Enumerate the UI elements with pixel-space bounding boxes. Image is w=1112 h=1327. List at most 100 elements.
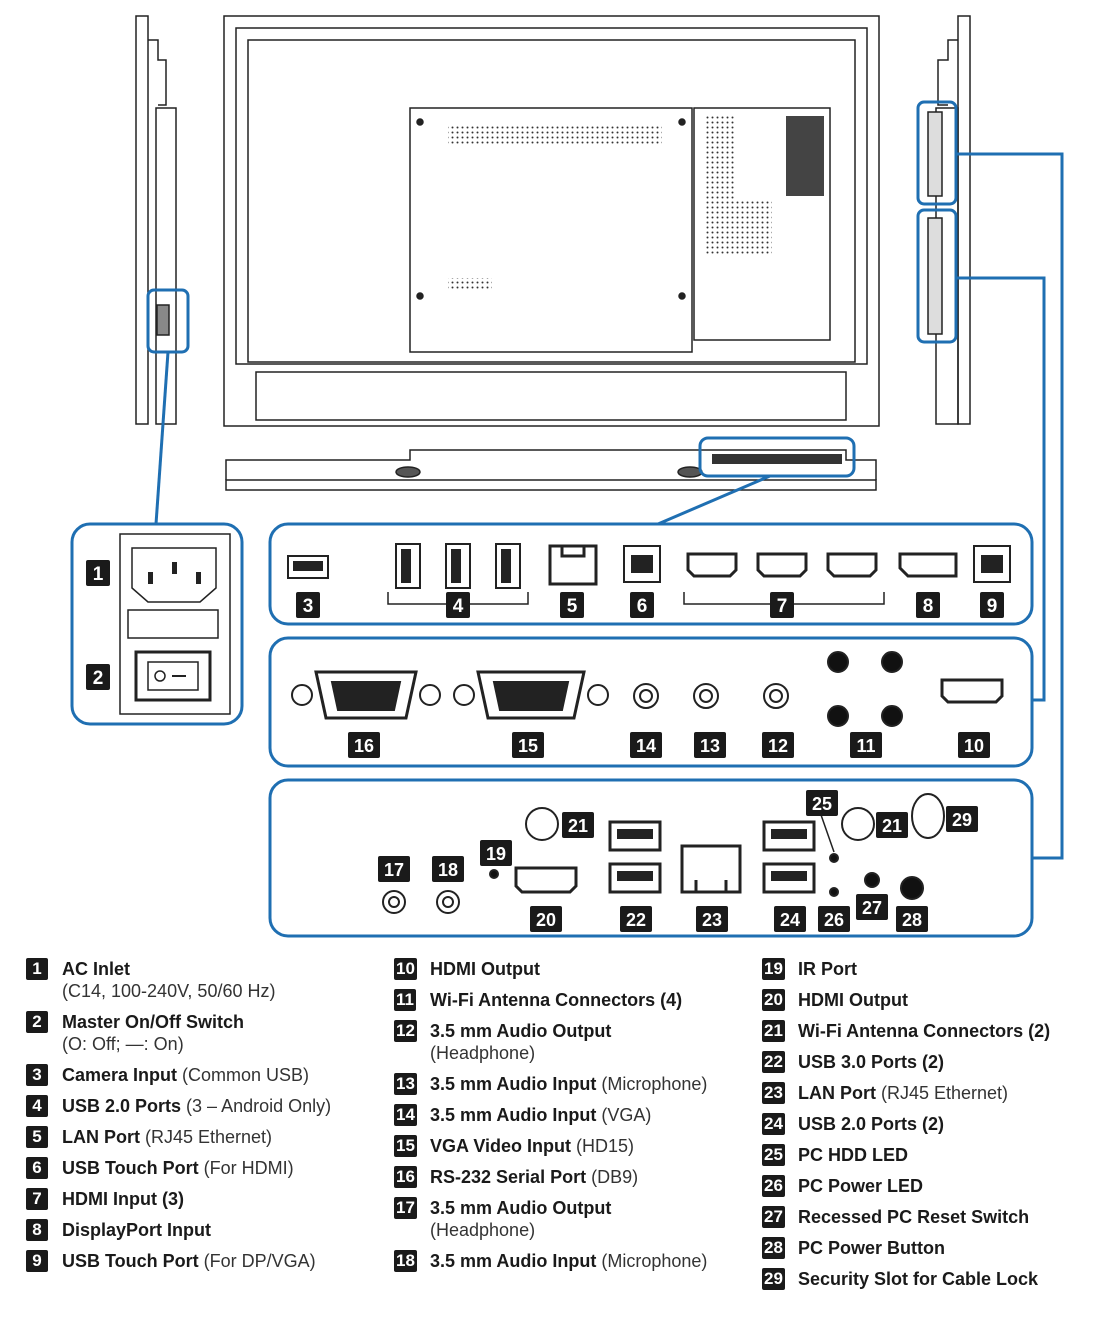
panel-bottom-ports	[268, 522, 1034, 626]
wifi-antenna-connector	[827, 651, 849, 673]
badge-19: 19	[480, 840, 512, 866]
right-side-view	[916, 15, 971, 425]
legend-item-name: USB 2.0 Ports	[62, 1096, 182, 1116]
legend-item-name: Camera Input	[62, 1065, 178, 1085]
rear-view	[223, 15, 880, 427]
badge-6: 6	[630, 592, 654, 618]
svg-text:12: 12	[768, 736, 788, 756]
pc-hdd-led	[829, 853, 839, 863]
svg-text:17: 17	[384, 860, 404, 880]
hdmi-output-port	[940, 678, 1004, 704]
legend-item-name: HDMI Output	[798, 990, 908, 1010]
wifi-antenna-connector	[525, 807, 559, 841]
legend-number-badge: 26	[762, 1175, 785, 1197]
legend-item-detail: (Headphone)	[430, 1220, 536, 1240]
usb3-port	[608, 820, 662, 852]
badge-11: 11	[850, 732, 882, 758]
legend-number-badge: 13	[394, 1073, 417, 1095]
badge-25: 25	[806, 790, 838, 816]
badge-17: 17	[378, 856, 410, 882]
legend-item-name: 3.5 mm Audio Output	[430, 1198, 612, 1218]
legend-item-name: Master On/Off Switch	[62, 1012, 245, 1032]
callout-lines	[154, 152, 1064, 860]
svg-text:13: 13	[700, 736, 720, 756]
legend-item-name: Wi-Fi Antenna Connectors (4)	[430, 990, 683, 1010]
legend-item-detail: (C14, 100-240V, 50/60 Hz)	[62, 981, 276, 1001]
security-slot	[911, 793, 945, 839]
legend-item: 26 PC Power LED	[762, 1175, 1107, 1197]
legend-item-name: AC Inlet	[62, 959, 131, 979]
badge-28: 28	[896, 906, 928, 932]
audio-out-headphone-jack	[763, 683, 789, 709]
legend-item-name: HDMI Output	[430, 959, 540, 979]
svg-text:6: 6	[637, 596, 648, 617]
badge-22: 22	[620, 906, 652, 932]
legend-item: 10 HDMI Output	[394, 958, 744, 980]
badge-21a: 21	[562, 812, 594, 838]
legend-item-name: PC Power Button	[798, 1238, 945, 1258]
badge-26: 26	[818, 906, 850, 932]
pc-power-button	[900, 876, 924, 900]
legend-number-badge: 8	[26, 1219, 48, 1241]
legend-number-badge: 2	[26, 1011, 48, 1033]
legend-item-name: HDMI Input (3)	[62, 1189, 184, 1209]
badge-1: 1	[86, 560, 110, 586]
legend-item-name: Recessed PC Reset Switch	[798, 1207, 1030, 1227]
svg-text:16: 16	[354, 736, 374, 756]
legend-number-badge: 20	[762, 989, 785, 1011]
svg-text:4: 4	[453, 596, 464, 617]
legend-number-badge: 5	[26, 1126, 48, 1148]
legend-item-name: USB Touch Port	[62, 1251, 199, 1271]
badge-15: 15	[512, 732, 544, 758]
legend-item-name: USB Touch Port	[62, 1158, 199, 1178]
svg-text:21: 21	[882, 816, 902, 836]
legend-item-name: PC Power LED	[798, 1176, 924, 1196]
legend-item-note: (RJ45 Ethernet)	[876, 1083, 1009, 1103]
audio-in-mic-jack	[436, 890, 460, 914]
badge-12: 12	[762, 732, 794, 758]
svg-text:23: 23	[702, 910, 722, 930]
audio-in-vga-jack	[633, 683, 659, 709]
legend-item-note: (3 – Android Only)	[181, 1096, 332, 1116]
legend-number-badge: 7	[26, 1188, 48, 1210]
svg-text:5: 5	[567, 596, 578, 617]
usb-touch-port-hdmi	[623, 545, 661, 583]
svg-text:25: 25	[812, 794, 832, 814]
panel-side-ports	[268, 636, 1034, 768]
svg-text:19: 19	[486, 844, 506, 864]
usb2-port	[395, 543, 421, 589]
legend-item-note: (Microphone)	[596, 1251, 708, 1271]
usb2-port	[445, 543, 471, 589]
svg-text:26: 26	[824, 910, 844, 930]
svg-text:14: 14	[636, 736, 656, 756]
legend-item-name: 3.5 mm Audio Input	[430, 1074, 597, 1094]
legend-number-badge: 10	[394, 958, 417, 980]
svg-text:10: 10	[964, 736, 984, 756]
legend-number-badge: 15	[394, 1135, 417, 1157]
legend-item-name: 3.5 mm Audio Input	[430, 1105, 597, 1125]
usb3-port	[608, 862, 662, 894]
lan-port	[680, 844, 742, 894]
lan-port	[548, 544, 598, 586]
number-badges: 1 2 3 4 5 6 7 8 9 10 11 12 13 14 15 16 1…	[86, 560, 1004, 932]
legend-number-badge: 3	[26, 1064, 48, 1086]
badge-14: 14	[630, 732, 662, 758]
panel-power	[70, 522, 244, 726]
panel-pc-ports	[268, 778, 1034, 938]
